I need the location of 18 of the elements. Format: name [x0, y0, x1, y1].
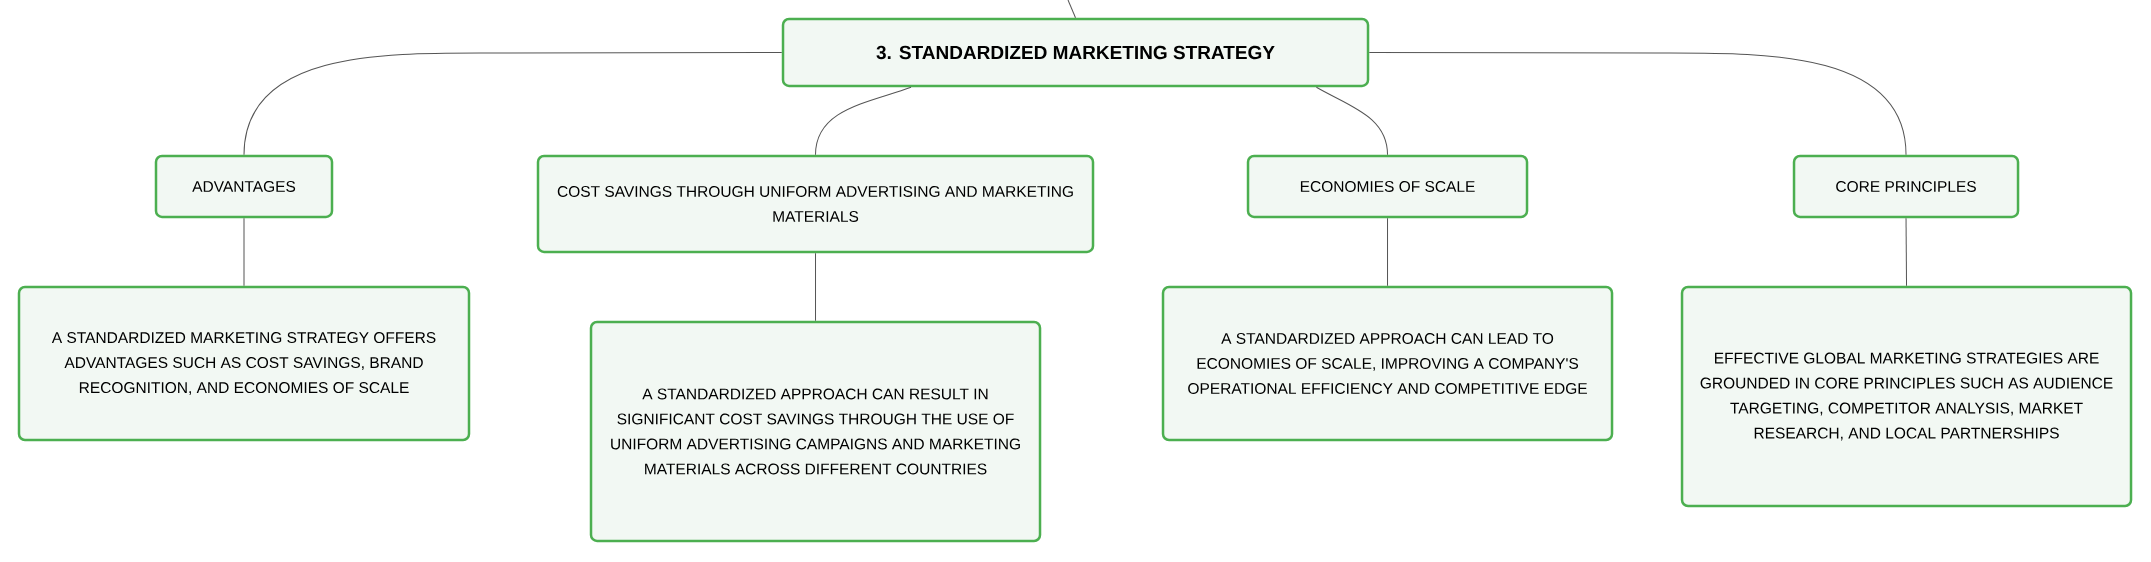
title-box: 3. STANDARDIZED MARKETING STRATEGY — [781, 17, 1370, 88]
detail-box: EFFECTIVE GLOBAL MARKETING STRATEGIES ARE GROUNDED IN CORE PRINCIPLES SUCH AS AUDIENCE TARGETING, COMPETITOR ANALYSIS, MARKET RESEARCH, AND LOCAL PARTNERSHIPS — [1680, 285, 2133, 508]
connector-line — [1368, 52, 1907, 156]
topic-box: CORE PRINCIPLES — [1792, 154, 2020, 219]
connector-line — [243, 52, 783, 156]
topic-box: COST SAVINGS THROUGH UNIFORM ADVERTISING AND MARKETING MATERIALS — [536, 154, 1095, 254]
detail-box: A STANDARDIZED APPROACH CAN RESULT IN SIGNIFICANT COST SAVINGS THROUGH THE USE OF UNIFORM ADVERTISING CAMPAIGNS AND MARKETING MATERIALS ACROSS DIFFERENT COUNTRIES — [589, 320, 1042, 543]
connector-line — [1905, 217, 1908, 287]
topic-box: ECONOMIES OF SCALE — [1246, 154, 1529, 219]
topic-box: ADVANTAGES — [154, 154, 334, 219]
connector-line — [815, 252, 816, 322]
detail-box: A STANDARDIZED MARKETING STRATEGY OFFERS ADVANTAGES SUCH AS COST SAVINGS, BRAND RECOGNITION, AND ECONOMIES OF SCALE — [17, 285, 471, 442]
connector-line — [1067, 0, 1076, 19]
connector-line — [815, 86, 912, 156]
connector-line — [1315, 86, 1388, 156]
detail-box: A STANDARDIZED APPROACH CAN LEAD TO ECONOMIES OF SCALE, IMPROVING A COMPANY'S OPERATIONAL EFFICIENCY AND COMPETITIVE EDGE — [1161, 285, 1614, 442]
connector-line — [1387, 217, 1388, 287]
connector-line — [243, 217, 245, 287]
